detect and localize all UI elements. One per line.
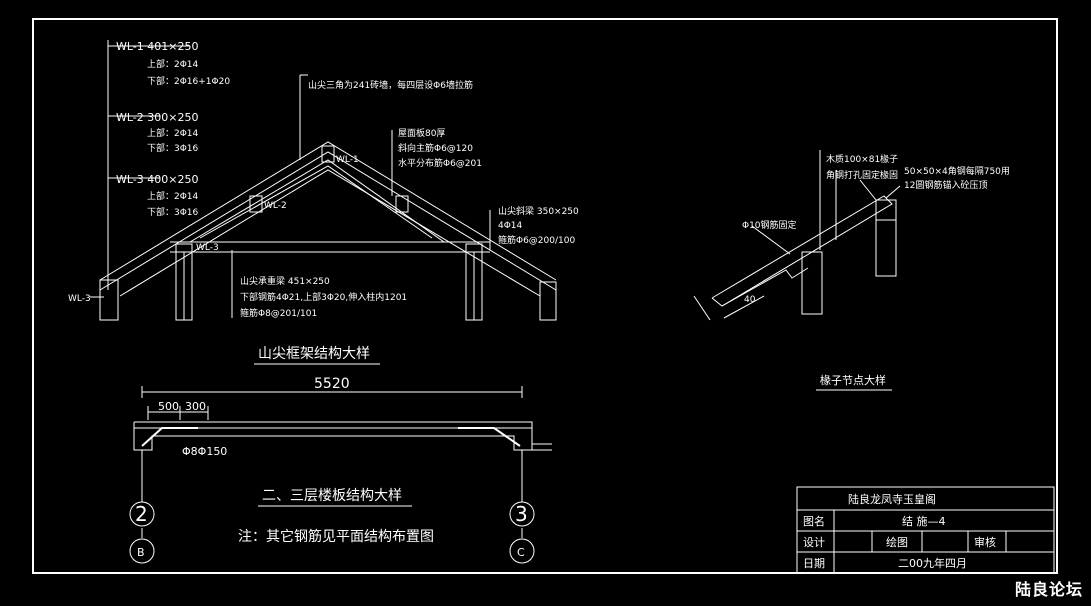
wl2-bottom: 下部：3Φ16 xyxy=(147,142,199,154)
gable-truss xyxy=(99,141,557,321)
wl1-title: WL-1 401×250 xyxy=(116,40,198,53)
wl3-title: WL-3 400×250 xyxy=(116,173,198,186)
tie-beam-note-1: 山尖承重梁 451×250 xyxy=(240,275,330,287)
slab-dim-b: 300 xyxy=(185,400,206,413)
wl2-tag: WL-2 xyxy=(264,201,287,211)
tie-beam-note-2: 下部钢筋4Φ21,上部3Φ20,伸入柱内1201 xyxy=(240,291,407,303)
angle-steel-note: 50×50×4角钢每隔750用 xyxy=(904,165,1010,177)
slab-rebar-label: Φ8Φ150 xyxy=(182,445,227,458)
wl3-left-tag: WL-3 xyxy=(68,294,91,304)
gable-wall-note: 山尖三角为241砖墙，每四层设Φ6墙拉筋 xyxy=(308,79,473,91)
gable-beam-note-3: 箍筋Φ6@200/100 xyxy=(498,234,575,246)
gable-beam-note-2: 4Φ14 xyxy=(498,221,523,231)
gable-beam-note-1: 山尖斜梁 350×250 xyxy=(498,205,579,217)
wood-rafter-note: 木质100×81椽子 xyxy=(826,153,898,165)
anchor-note: 12圆钢筋锚入砼压顶 xyxy=(904,179,987,191)
axis-c-label: C xyxy=(517,546,525,559)
roof-slab-note-2: 斜向主筋Φ6@120 xyxy=(398,142,473,154)
note-text: 注：其它钢筋见平面结构布置图 xyxy=(238,528,434,545)
roof-slab-note-1: 屋面板80厚 xyxy=(398,127,445,139)
drawn-label: 绘图 xyxy=(886,535,908,549)
truss-title: 山尖框架结构大样 xyxy=(258,346,370,362)
axis-b-label: B xyxy=(137,546,145,559)
wl3-top: 上部：2Φ14 xyxy=(147,190,199,202)
check-label: 审核 xyxy=(974,535,996,549)
rafter-title: 椽子节点大样 xyxy=(820,373,886,387)
tie-beam-note-3: 箍筋Φ8@201/101 xyxy=(240,307,317,319)
drawing-name: 结 施—4 xyxy=(902,515,946,528)
axis-2-label: 2 xyxy=(135,502,148,526)
project-name: 陆良龙凤寺玉皇阁 xyxy=(848,492,936,506)
wl1-top: 上部：2Φ14 xyxy=(147,58,199,70)
rafter-node-detail xyxy=(693,150,901,321)
wl2-title: WL-2 300×250 xyxy=(116,111,198,124)
roof-slab-note-3: 水平分布筋Φ6@201 xyxy=(398,157,482,169)
slab-detail xyxy=(129,386,552,564)
design-label: 设计 xyxy=(803,536,825,549)
angle-iron-note: 角钢打孔固定椽固 xyxy=(826,169,898,181)
wl3-inner-tag: WL-3 xyxy=(196,243,219,253)
drawing-name-label: 图名 xyxy=(803,514,825,528)
date-label: 日期 xyxy=(803,557,825,570)
rebar-fix-note: Φ10钢筋固定 xyxy=(742,219,797,231)
slab-dim-total: 5520 xyxy=(314,376,350,392)
axis-3-label: 3 xyxy=(515,502,528,526)
wl1-bottom: 下部：2Φ16+1Φ20 xyxy=(147,75,230,87)
wl2-top: 上部：2Φ14 xyxy=(147,127,199,139)
slab-title: 二、三层楼板结构大样 xyxy=(262,488,402,504)
wl1-tag: WL-1 xyxy=(336,155,359,165)
wl3-bottom: 下部：3Φ16 xyxy=(147,206,199,218)
sheet-border xyxy=(32,18,1058,574)
title-block xyxy=(796,486,1055,574)
rafter-dim: 40 xyxy=(744,295,756,305)
date-value: 二00九年四月 xyxy=(898,556,967,570)
forum-watermark: 陆良论坛 xyxy=(1014,580,1083,599)
slab-dim-a: 500 xyxy=(158,400,179,413)
